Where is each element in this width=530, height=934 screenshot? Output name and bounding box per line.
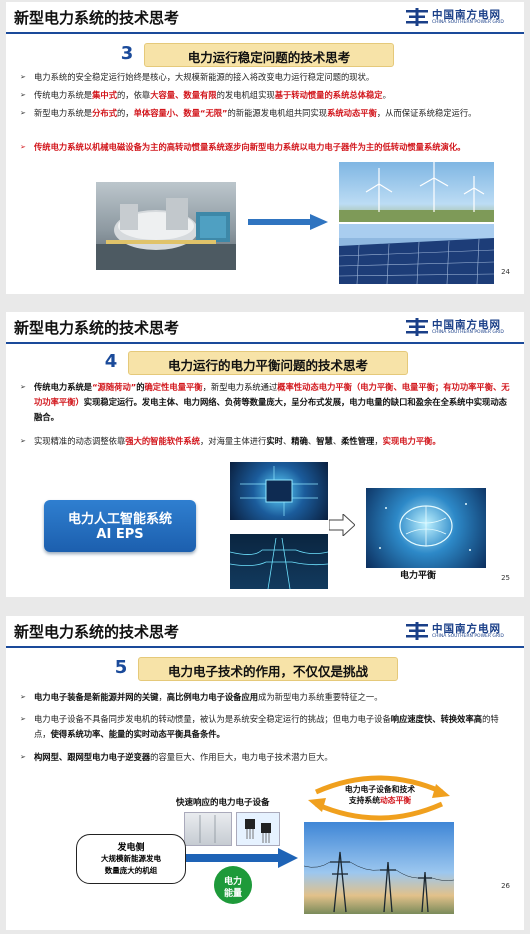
ai-brain-image [366, 488, 486, 568]
section-title-bar: 电力运行稳定问题的技术思考 [144, 43, 394, 67]
right-arrow-icon [186, 848, 298, 868]
ai-eps-title: 电力人工智能系统 [67, 512, 172, 527]
csg-logo-icon [406, 318, 428, 336]
right-arrow-icon [248, 214, 328, 230]
bullet-4: ➢ 传统电力系统以机械电磁设备为主的高转动惯量系统逐步向新型电力系统以电力电子器… [20, 140, 512, 155]
section-number: 4 [104, 351, 118, 372]
logo-text-cn: 中国南方电网 [432, 623, 501, 635]
bullet-1: ➢ 电力电子装备是新能源并网的关键，高比例电力电子设备应用成为新型电力系统重要特… [20, 690, 512, 705]
section-title-bar: 电力电子技术的作用，不仅仅是挑战 [138, 657, 398, 681]
bullet-2: ➢ 实现精准的动态调整依靠强大的智能软件系统，对海量主体进行实时、精确、智慧、柔… [20, 434, 512, 449]
inverter-cabinet-image [184, 812, 232, 846]
slide-title: 新型电力系统的技术思考 [14, 9, 180, 27]
bullet-arrow-icon: ➢ [20, 91, 26, 99]
section-title: 电力电子技术的作用，不仅仅是挑战 [167, 664, 368, 679]
bullet-2: ➢ 电力电子设备不具备同步发电机的转动惯量，被认为是系统安全稳定运行的挑战；但电… [20, 714, 499, 739]
section-number: 5 [114, 657, 128, 678]
csg-logo-icon [406, 8, 428, 26]
bullet-1: ➢ 电力系统的安全稳定运行始终是核心，大规模新能源的接入将改变电力运行稳定问题的… [20, 70, 512, 85]
logo-text-cn: 中国南方电网 [432, 319, 501, 331]
slide-header: 新型电力系统的技术思考 中国南方电网 CHINA SOUTHERN POWER … [6, 616, 524, 648]
cycle-arrows-icon [308, 775, 450, 821]
device-label: 快速响应的电力电子设备 [176, 798, 270, 808]
right-arrow-icon [329, 514, 355, 536]
csg-logo-icon [406, 622, 428, 640]
logo-text-cn: 中国南方电网 [432, 9, 501, 21]
slide-header: 新型电力系统的技术思考 中国南方电网 CHINA SOUTHERN POWER … [6, 312, 524, 344]
bullet-3: ➢ 新型电力系统是分布式的，单体容量小、数量“无限”的新能源发电机组共同实现系统… [20, 106, 512, 121]
csg-logo: 中国南方电网 CHINA SOUTHERN POWER GRID [406, 620, 516, 642]
slide-title: 新型电力系统的技术思考 [14, 319, 180, 337]
page-number: 25 [501, 574, 510, 582]
slide-26: 新型电力系统的技术思考 中国南方电网 CHINA SOUTHERN POWER … [6, 616, 524, 930]
turbine-hall-image [96, 182, 236, 270]
section-number: 3 [120, 43, 134, 64]
bullet-arrow-icon: ➢ [20, 73, 26, 81]
bullet-arrow-icon: ➢ [20, 383, 26, 391]
section-title: 电力运行的电力平衡问题的技术思考 [167, 358, 368, 373]
generation-side-box: 发电侧 大规模新能源发电 数量庞大的机组 [76, 834, 186, 884]
logo-text-en: CHINA SOUTHERN POWER GRID [432, 330, 504, 335]
wind-turbines-image [339, 162, 494, 222]
bullet-arrow-icon: ➢ [20, 693, 26, 701]
bullet-1: ➢ 传统电力系统是“源随荷动”的确定性电量平衡，新型电力系统通过概率性动态电力平… [20, 382, 510, 422]
image-caption: 电力平衡 [400, 571, 437, 581]
transistor-image [236, 812, 280, 846]
ai-eps-box: 电力人工智能系统 AI EPS [44, 500, 196, 552]
slide-24: 新型电力系统的技术思考 中国南方电网 CHINA SOUTHERN POWER … [6, 2, 524, 294]
section-heading: 5 电力电子技术的作用，不仅仅是挑战 [110, 656, 400, 681]
energy-circle: 电力 能量 [214, 866, 252, 904]
logo-text-en: CHINA SOUTHERN POWER GRID [432, 634, 504, 639]
page-number: 24 [501, 268, 510, 276]
section-title: 电力运行稳定问题的技术思考 [187, 50, 351, 65]
transmission-lines-image [304, 822, 454, 914]
csg-logo: 中国南方电网 CHINA SOUTHERN POWER GRID [406, 6, 516, 28]
bullet-2: ➢ 传统电力系统是集中式的，依靠大容量、数量有限的发电机组实现基于转动惯量的系统… [20, 88, 512, 103]
bullet-arrow-icon: ➢ [20, 437, 26, 445]
ai-eps-subtitle: AI EPS [96, 527, 144, 542]
slide-25: 新型电力系统的技术思考 中国南方电网 CHINA SOUTHERN POWER … [6, 312, 524, 597]
bullet-arrow-icon: ➢ [20, 753, 26, 761]
section-heading: 3 电力运行稳定问题的技术思考 [116, 42, 396, 67]
logo-text-en: CHINA SOUTHERN POWER GRID [432, 20, 504, 25]
section-title-bar: 电力运行的电力平衡问题的技术思考 [128, 351, 408, 375]
bullet-3: ➢ 构网型、跟网型电力电子逆变器的容量巨大、作用巨大，电力电子技术潜力巨大。 [20, 750, 512, 765]
slide-title: 新型电力系统的技术思考 [14, 623, 180, 641]
slide-header: 新型电力系统的技术思考 中国南方电网 CHINA SOUTHERN POWER … [6, 2, 524, 34]
csg-logo: 中国南方电网 CHINA SOUTHERN POWER GRID [406, 316, 516, 338]
chip-image [230, 462, 328, 520]
bullet-arrow-icon: ➢ [20, 715, 26, 723]
bullet-arrow-icon: ➢ [20, 143, 26, 151]
bullet-arrow-icon: ➢ [20, 109, 26, 117]
section-heading: 4 电力运行的电力平衡问题的技术思考 [100, 350, 410, 375]
solar-panels-image [339, 224, 494, 284]
power-tower-image [230, 534, 328, 589]
cycle-label: 电力电子设备和技术 支持系统动态平衡 [344, 785, 416, 805]
page-number: 26 [501, 882, 510, 890]
